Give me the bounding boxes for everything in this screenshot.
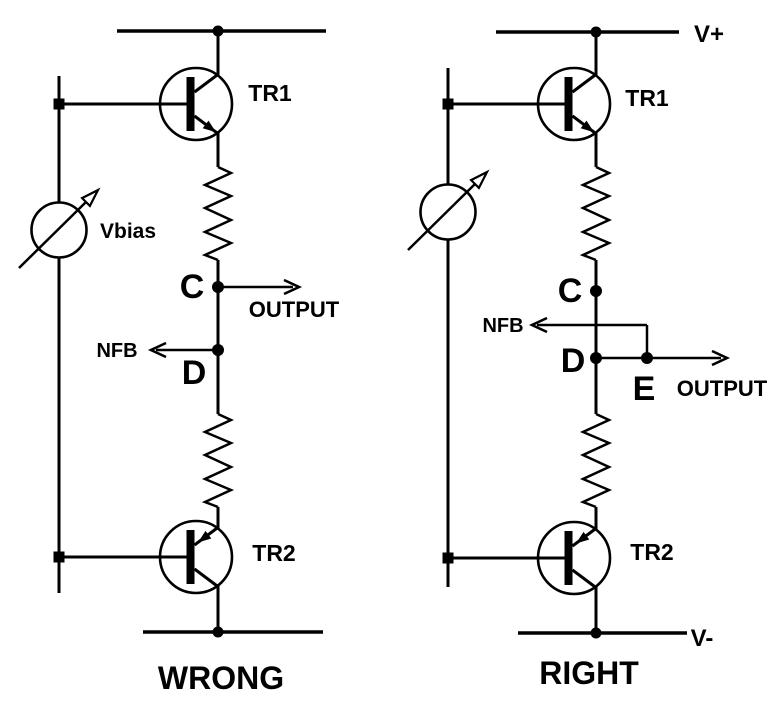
left-tr2-base-junction — [53, 551, 65, 563]
right-circuit: V+ TR1 C NFB D E OUTPUT TR2 — [406, 21, 768, 691]
left-node-d-label: D — [182, 354, 207, 392]
right-nfb-label: NFB — [482, 315, 523, 337]
right-resistor-2 — [579, 412, 613, 509]
left-resistor-2 — [201, 412, 235, 509]
right-node-c-label: C — [558, 272, 583, 310]
left-caption: WRONG — [158, 660, 284, 696]
right-node-d-label: D — [561, 342, 586, 380]
left-tr2-label: TR2 — [252, 540, 295, 566]
right-node-e-label: E — [633, 370, 656, 408]
right-bottom-rail-junction-dot — [590, 627, 602, 639]
left-bottom-rail-junction-dot — [212, 626, 224, 638]
left-output-label: OUTPUT — [249, 297, 340, 322]
left-tr1-label: TR1 — [248, 80, 292, 106]
left-resistor-1 — [201, 165, 235, 262]
right-output-label: OUTPUT — [677, 376, 768, 401]
right-tr1-label: TR1 — [625, 85, 669, 111]
left-bias-label: Vbias — [100, 220, 156, 243]
right-node-c-dot — [590, 285, 602, 297]
right-bias-source-symbol — [406, 170, 489, 252]
right-resistor-1 — [579, 165, 613, 262]
left-nfb-label: NFB — [96, 340, 137, 362]
right-caption: RIGHT — [539, 655, 639, 691]
left-node-c-label: C — [180, 268, 205, 306]
right-bottom-rail-label: V- — [691, 625, 714, 652]
right-top-rail-label: V+ — [694, 21, 724, 48]
right-tr2-label: TR2 — [630, 539, 673, 565]
left-bias-source-symbol — [17, 188, 100, 270]
right-node-e-dot — [641, 352, 653, 364]
right-tr2-base-junction — [442, 552, 454, 564]
left-circuit: TR1 Vbias C OUTPUT NFB D TR2 WRONG — [17, 25, 340, 696]
